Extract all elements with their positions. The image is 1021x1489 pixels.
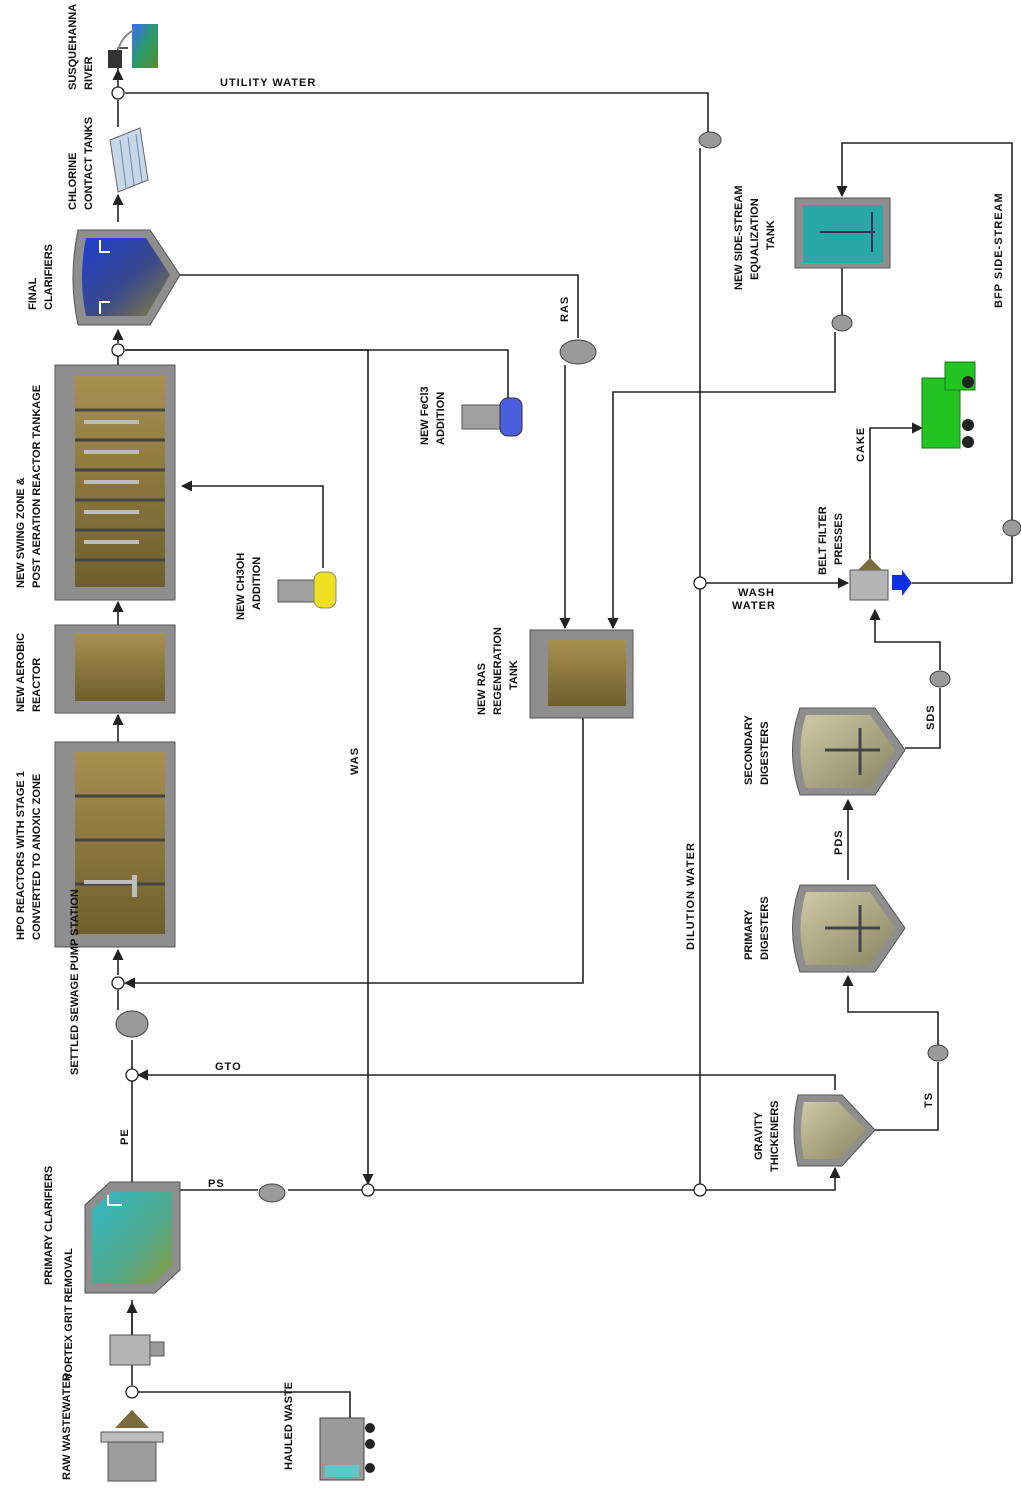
fecl3-feed-tank [461,397,523,437]
label-fecl3-2: ADDITION [435,392,447,445]
raw-wastewater-inlet [100,1410,164,1482]
label-hauled-waste: HAULED WASTE [283,1382,295,1470]
stream-bfp-side-stream: BFP SIDE-STREAM [993,192,1005,308]
side-stream-eq-tank [794,197,891,269]
label-bfp-1: BELT FILTER [817,506,829,575]
label-secondary-dig-2: DIGESTERS [759,721,771,785]
stream-was: WAS [349,747,361,775]
equipment-labels: RAW WASTEWATER HAULED WASTE VORTEX GRIT … [15,4,845,1480]
ch3oh-feed-tank [277,571,337,609]
stream-ts: TS [923,1092,935,1108]
label-gravity-2: THICKENERS [769,1100,781,1172]
stream-wash-water-2: WATER [732,600,776,612]
label-secondary-dig-1: SECONDARY [743,714,755,785]
label-aerobic-2: REACTOR [31,658,43,712]
label-chlorine-1: CHLORINE [67,153,79,210]
main-flow-pipes [112,47,1013,1420]
label-final-2: CLARIFIERS [43,244,55,310]
swing-zone-reactor-tank [54,364,176,601]
pumps [115,131,1021,1203]
label-fecl3-1: NEW FeCl3 [419,386,431,445]
stream-labels: PE PS GTO WAS RAS TS PDS SDS CAKE UTILIT… [119,77,1005,1190]
secondary-digester-tank [792,707,906,796]
label-eq-tank-2: EQUALIZATION [749,198,761,280]
label-ras-regen-3: TANK [508,660,520,690]
cake-truck-icon [921,361,976,449]
new-aerobic-reactor-tank [54,624,176,714]
label-primary-clarifiers: PRIMARY CLARIFIERS [43,1166,55,1285]
stream-dilution-water: DILUTION WATER [685,842,697,950]
label-ch3oh-1: NEW CH3OH [235,553,247,620]
label-raw-wastewater: RAW WASTEWATER [61,1373,73,1480]
label-ch3oh-2: ADDITION [251,557,263,610]
chlorine-contact-tanks [109,127,149,193]
primary-digester-tank [792,884,906,973]
stream-sds: SDS [925,704,937,730]
vortex-grit-removal-unit [109,1334,165,1366]
label-swing-zone-2: POST AERATION REACTOR TANKAGE [31,385,43,588]
label-river-1: SUSQUEHANNA [67,4,79,90]
stream-ps: PS [208,1178,225,1190]
belt-filter-press-unit [849,558,912,601]
label-bfp-2: PRESSES [833,513,845,565]
label-eq-tank-1: NEW SIDE-STREAM [733,186,745,291]
stream-ras: RAS [559,296,571,322]
hpo-reactors-tank [54,741,176,948]
label-aerobic-1: NEW AEROBIC [15,633,27,712]
ras-regeneration-tank [529,629,634,719]
stream-gto: GTO [215,1061,242,1073]
susquehanna-river-icon [108,24,158,68]
label-hpo-reactors-1: HPO REACTORS WITH STAGE 1 [15,771,27,940]
primary-clarifier-tank [84,1181,181,1294]
label-chlorine-2: CONTACT TANKS [83,117,95,210]
label-primary-dig-2: DIGESTERS [759,896,771,960]
label-river-2: RIVER [83,56,95,90]
label-ras-regen-1: NEW RAS [476,663,488,715]
stream-pds: PDS [833,829,845,855]
label-vortex-grit-removal: VORTEX GRIT REMOVAL [63,1248,75,1380]
junction-nodes [111,86,707,1399]
stream-pe: PE [119,1128,131,1145]
stream-cake: CAKE [855,427,867,462]
label-hpo-reactors-2: CONVERTED TO ANOXIC ZONE [31,774,43,940]
label-eq-tank-3: TANK [765,220,777,250]
label-ras-regen-2: REGENERATION [492,627,504,715]
label-gravity-1: GRAVITY [753,1111,765,1160]
hauled-waste-truck-icon [319,1417,375,1481]
gravity-thickener-tank [793,1094,876,1167]
label-swing-zone-1: NEW SWING ZONE & [15,477,27,588]
label-primary-dig-1: PRIMARY [743,909,755,960]
stream-wash-water-1: WASH [738,587,775,599]
label-final-1: FINAL [27,277,39,310]
label-settled-sewage: SETTLED SEWAGE PUMP STATION [69,889,81,1075]
final-clarifier-tank [72,229,181,326]
stream-utility-water: UTILITY WATER [220,77,316,89]
